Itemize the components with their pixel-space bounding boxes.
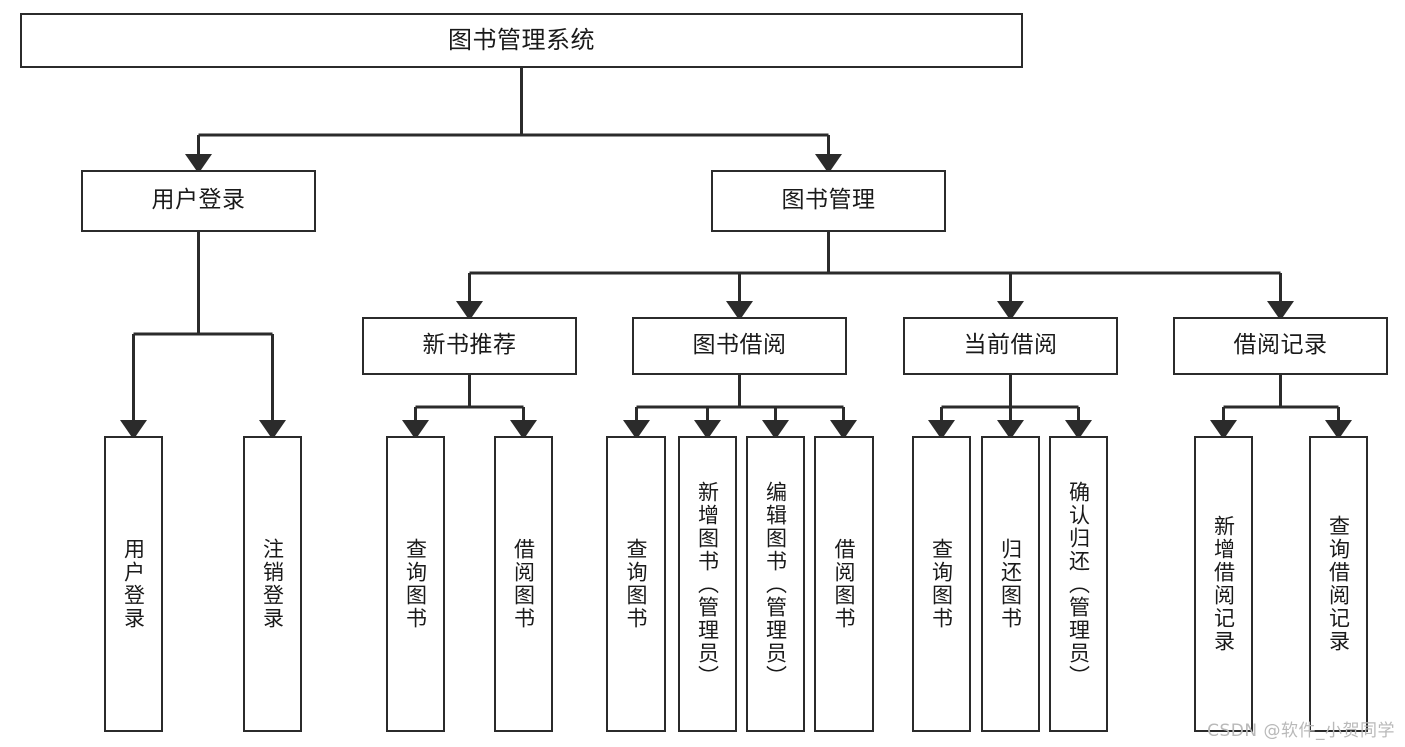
node-leaf-query-book-cb[interactable]: 查询图书: [912, 436, 971, 732]
node-label: 新增借阅记录: [1211, 515, 1236, 653]
node-module-book-manage[interactable]: 图书管理: [711, 170, 946, 232]
node-label: 查询借阅记录: [1326, 515, 1351, 653]
node-leaf-add-book-admin[interactable]: 新增图书（管理员）: [678, 436, 737, 732]
node-label: 用户登录: [151, 187, 246, 214]
node-leaf-add-borrow-record[interactable]: 新增借阅记录: [1194, 436, 1253, 732]
node-submodule-book-borrow[interactable]: 图书借阅: [632, 317, 847, 375]
node-label: 查询图书: [929, 538, 954, 630]
node-root-system[interactable]: 图书管理系统: [20, 13, 1023, 68]
node-leaf-logout[interactable]: 注销登录: [243, 436, 302, 732]
node-label: 当前借阅: [963, 332, 1058, 359]
node-leaf-edit-book-admin[interactable]: 编辑图书（管理员）: [746, 436, 805, 732]
node-label: 图书管理系统: [448, 26, 595, 55]
node-leaf-query-book-nb[interactable]: 查询图书: [386, 436, 445, 732]
node-leaf-user-login[interactable]: 用户登录: [104, 436, 163, 732]
node-leaf-borrow-book-nb[interactable]: 借阅图书: [494, 436, 553, 732]
node-label: 用户登录: [121, 538, 146, 630]
node-label: 归还图书: [998, 538, 1023, 630]
node-submodule-borrow-record[interactable]: 借阅记录: [1173, 317, 1388, 375]
node-leaf-query-borrow-record[interactable]: 查询借阅记录: [1309, 436, 1368, 732]
node-submodule-new-book-recommend[interactable]: 新书推荐: [362, 317, 577, 375]
node-label: 借阅图书: [832, 538, 857, 630]
node-leaf-return-book[interactable]: 归还图书: [981, 436, 1040, 732]
node-submodule-current-borrow[interactable]: 当前借阅: [903, 317, 1118, 375]
node-label: 新书推荐: [422, 332, 517, 359]
node-leaf-confirm-return-admin[interactable]: 确认归还（管理员）: [1049, 436, 1108, 732]
node-label: 查询图书: [403, 538, 428, 630]
node-label: 借阅图书: [511, 538, 536, 630]
node-label: 查询图书: [624, 538, 649, 630]
node-label: 编辑图书（管理员）: [763, 480, 788, 688]
node-leaf-borrow-book-bb[interactable]: 借阅图书: [814, 436, 874, 732]
node-label: 图书管理: [781, 187, 876, 214]
watermark-text: CSDN @软件_小贺同学: [1207, 721, 1395, 741]
node-leaf-query-book-bb[interactable]: 查询图书: [606, 436, 666, 732]
node-label: 确认归还（管理员）: [1066, 480, 1091, 688]
node-label: 注销登录: [260, 538, 285, 630]
node-label: 借阅记录: [1233, 332, 1328, 359]
node-module-user-login[interactable]: 用户登录: [81, 170, 316, 232]
node-label: 图书借阅: [692, 332, 787, 359]
node-label: 新增图书（管理员）: [695, 480, 720, 688]
